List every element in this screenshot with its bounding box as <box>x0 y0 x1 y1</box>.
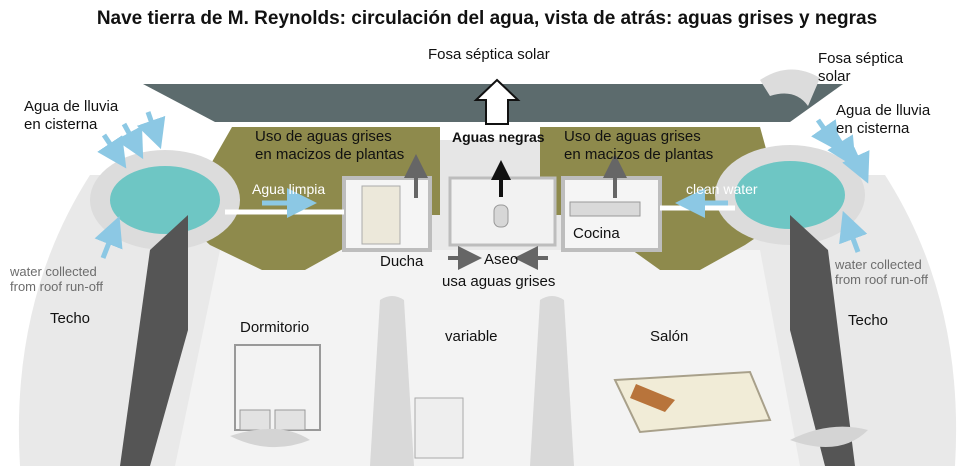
label-lluvia-left: Agua de lluvia en cisterna <box>24 98 119 133</box>
label-lluvia-right: Agua de lluvia en cisterna <box>836 102 931 137</box>
rain-arrow-left-1 <box>97 133 127 169</box>
bed-drawer-2 <box>274 409 306 431</box>
planter-box-bottom <box>414 397 464 459</box>
label-collected-right: water collected from roof run-off <box>835 257 928 288</box>
label-cocina: Cocina <box>573 225 620 242</box>
label-clean-water: clean water <box>686 181 758 197</box>
septic-funnel-right <box>760 69 820 106</box>
label-aguas-negras: Aguas negras <box>452 129 545 145</box>
wall-right-dark <box>790 215 855 466</box>
plant-leaf-left <box>230 428 310 448</box>
rain-arrow-left-3 <box>136 111 166 150</box>
label-fosa-center: Fosa séptica solar <box>428 46 550 63</box>
runoff-arrow-left <box>94 216 123 259</box>
diagram-title: Nave tierra de M. Reynolds: circulación … <box>96 8 878 29</box>
plant-leaf-right <box>790 426 868 448</box>
label-agua-limpia: Agua limpia <box>252 181 326 197</box>
wall-left-dark <box>120 215 188 466</box>
rain-arrow-right-3 <box>842 146 870 184</box>
shower-cabin <box>361 185 401 245</box>
label-variable: variable <box>445 328 498 345</box>
partition-left <box>370 296 414 466</box>
label-techo-right: Techo <box>848 312 889 329</box>
bed-drawer-1 <box>239 409 271 431</box>
label-usa-grises: usa aguas grises <box>442 273 556 290</box>
label-salon: Salón <box>650 328 689 345</box>
label-grises-left: Uso de aguas grises en macizos de planta… <box>255 128 405 163</box>
runoff-arrow-right <box>839 210 868 253</box>
partition-right <box>530 296 574 466</box>
label-dormitorio: Dormitorio <box>240 319 310 336</box>
sofa <box>613 370 772 434</box>
cistern-left-water <box>110 166 220 234</box>
label-ducha: Ducha <box>380 253 424 270</box>
septic-block <box>440 140 540 180</box>
up-arrow-hollow <box>473 78 521 125</box>
label-collected-left: water collected from roof run-off <box>10 264 103 295</box>
rain-arrow-left-2 <box>115 122 144 160</box>
rain-arrow-right-1 <box>811 118 841 153</box>
label-fosa-right: Fosa séptica solar <box>818 50 904 85</box>
label-techo-left: Techo <box>50 310 91 327</box>
toilet <box>493 204 509 228</box>
label-aseo: Aseo <box>484 251 519 268</box>
planter-right <box>540 127 785 270</box>
sofa-cushion <box>630 384 675 412</box>
kitchen-sink <box>569 201 641 217</box>
cistern-right-water <box>735 161 845 229</box>
label-grises-right: Uso de aguas grises en macizos de planta… <box>564 128 714 163</box>
